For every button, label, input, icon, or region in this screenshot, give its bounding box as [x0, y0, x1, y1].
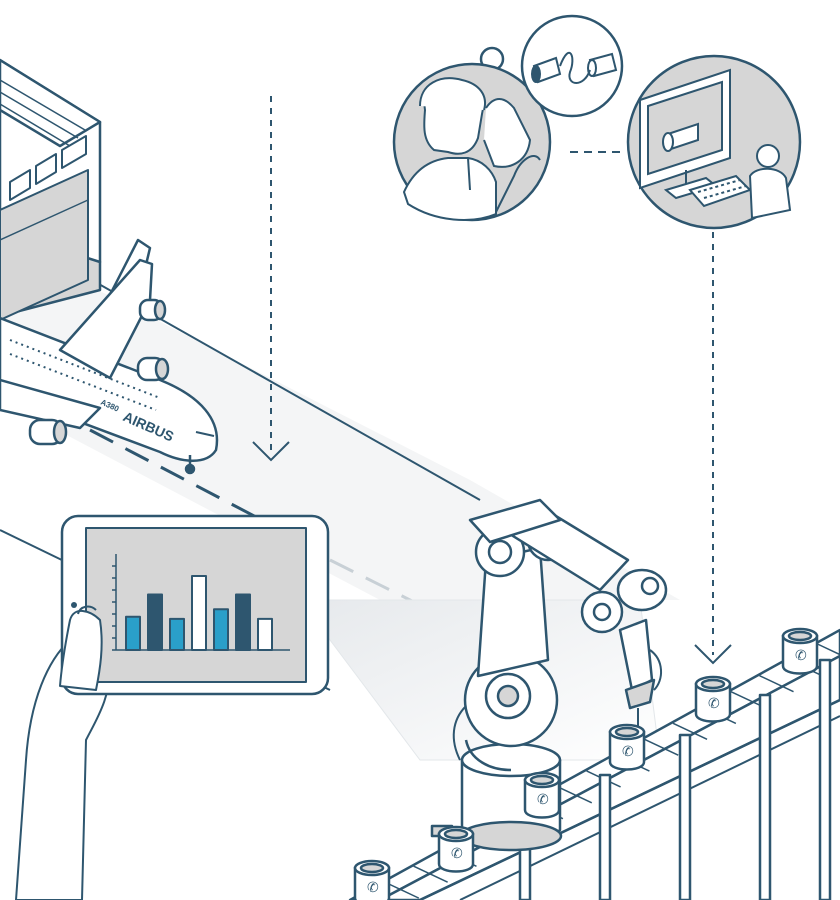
belt-leg: [598, 773, 612, 900]
chart-bar: [213, 608, 229, 651]
robot-arm: [430, 498, 668, 852]
cup-group: ✆ ✆ ✆ ✆ ✆ ✆: [353, 627, 819, 900]
thought-scene: [392, 14, 802, 230]
airplane: AIRBUS A380: [0, 238, 219, 475]
cup: ✆: [694, 675, 732, 723]
chart-bar: [191, 575, 207, 651]
hand-with-tablet: [15, 514, 330, 900]
phone-symbol-icon: ✆: [622, 744, 634, 760]
belt-leg: [678, 733, 692, 900]
idea-bubble: [520, 14, 624, 118]
cup: ✆: [608, 723, 646, 771]
cup: ✆: [353, 859, 391, 900]
designer-person: [748, 144, 792, 220]
tablet-chart: [112, 554, 290, 652]
engine: [28, 418, 68, 446]
belt-leg: [818, 658, 832, 900]
phone-symbol-icon: ✆: [708, 696, 720, 712]
dashed-arrow-right: [694, 232, 732, 665]
phone-symbol-icon: ✆: [367, 880, 379, 896]
chart-bar: [125, 615, 141, 652]
cup: ✆: [437, 825, 475, 873]
phone-symbol-icon: ✆: [795, 648, 807, 664]
cup: ✆: [523, 771, 561, 819]
dashed-arrow-left: [252, 96, 290, 462]
belt-leg: [758, 693, 772, 900]
engine: [138, 298, 167, 322]
monitor-icon: [639, 68, 731, 200]
thinking-person: [392, 62, 552, 222]
phone-symbol-icon: ✆: [537, 792, 549, 808]
designer-workstation: [626, 54, 802, 230]
tube-part-icon: [531, 51, 618, 84]
engine: [136, 356, 170, 382]
chart-bar: [169, 617, 185, 651]
thumb: [59, 610, 103, 691]
chart-bar: [147, 593, 163, 651]
chart-bar: [257, 617, 273, 651]
phone-symbol-icon: ✆: [451, 846, 463, 862]
tablet-camera: [71, 602, 77, 608]
cup: ✆: [781, 627, 819, 675]
chart-bar: [235, 593, 251, 651]
hangar-building: [0, 58, 102, 321]
